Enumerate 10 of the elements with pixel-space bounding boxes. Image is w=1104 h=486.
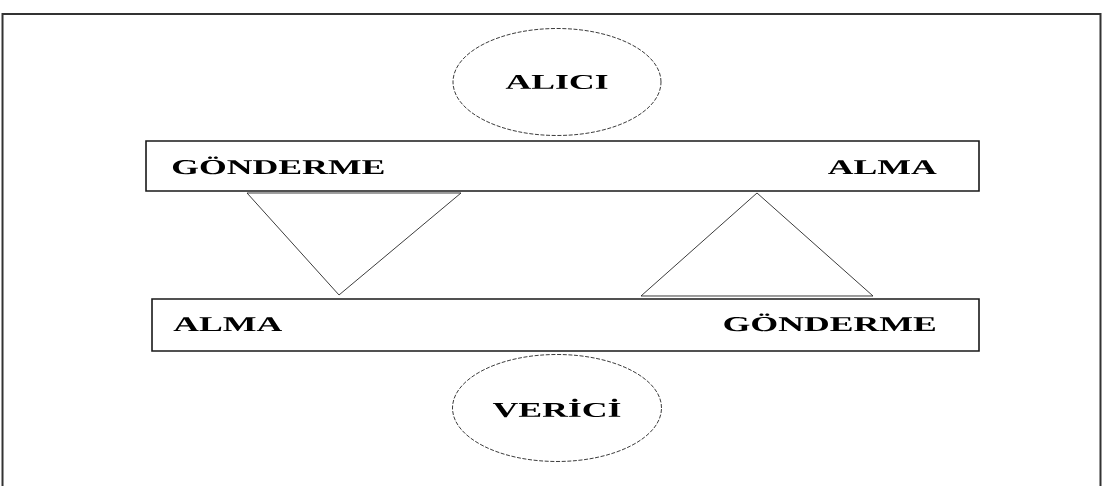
bar-label: ALMA [173, 317, 282, 331]
bar-label: ALMA [828, 160, 937, 174]
bar-box [145, 140, 980, 192]
bar-label: GÖNDERME [172, 156, 384, 175]
ellipse-node: ALICI [452, 28, 662, 136]
bar-box [151, 298, 980, 352]
ellipse-node: VERİCİ [452, 354, 662, 462]
triangle [640, 192, 874, 297]
bar-label: GÖNDERME [724, 313, 935, 332]
triangle [246, 192, 462, 296]
